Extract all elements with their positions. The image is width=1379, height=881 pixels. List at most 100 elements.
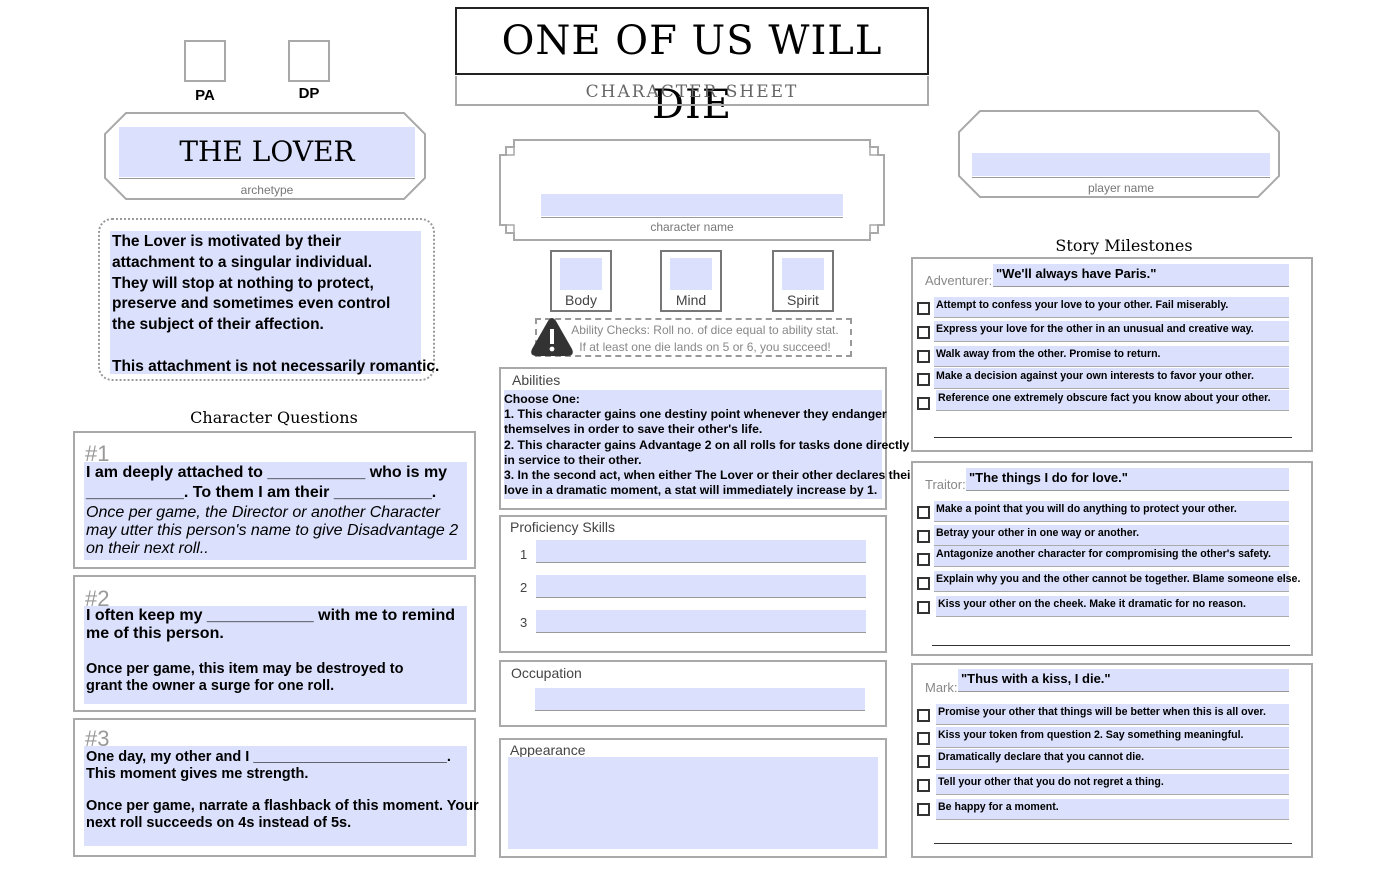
milestone-item[interactable]: Kiss your token from question 2. Say som… (936, 727, 1289, 748)
milestone-checkbox[interactable] (917, 803, 930, 816)
milestone-checkbox[interactable] (917, 397, 930, 410)
proficiency-underline (536, 597, 866, 598)
abilities-line: love in a dramatic moment, a stat will i… (504, 483, 878, 498)
spirit-label: Spirit (787, 292, 819, 308)
proficiency-number: 1 (520, 547, 528, 562)
abilities-line: 3. In the second act, when either The Lo… (504, 468, 916, 483)
occupation-title: Occupation (511, 665, 582, 681)
mark-quote-field[interactable]: "Thus with a kiss, I die." (958, 669, 1289, 691)
milestone-text: Make a point that you will do anything t… (936, 503, 1237, 515)
milestone-checkbox[interactable] (917, 350, 930, 363)
question-line: Once per game, narrate a flashback of th… (86, 798, 479, 814)
milestone-checkbox[interactable] (917, 779, 930, 792)
milestone-item[interactable]: Express your love for the other in an un… (934, 321, 1289, 342)
milestone-checkbox[interactable] (917, 755, 930, 768)
mark-role: Mark: (925, 680, 958, 695)
milestone-text: Kiss your other on the cheek. Make it dr… (938, 598, 1246, 610)
traitor-role: Traitor: (925, 477, 966, 492)
milestone-item[interactable]: Antagonize another character for comprom… (934, 546, 1289, 567)
milestone-text: Attempt to confess your love to your oth… (936, 299, 1229, 311)
warning-icon (531, 318, 573, 356)
spirit-field[interactable] (782, 258, 824, 290)
milestone-text: Explain why you and the other cannot be … (936, 573, 1301, 585)
proficiency-field-2[interactable] (536, 575, 866, 597)
milestone-item[interactable]: Attempt to confess your love to your oth… (934, 297, 1289, 318)
milestone-item[interactable]: Reference one extremely obscure fact you… (936, 390, 1289, 411)
milestone-item[interactable]: Walk away from the other. Promise to ret… (934, 346, 1289, 367)
abilities-line: in service to their other. (504, 452, 642, 467)
description-box (98, 218, 435, 381)
milestone-checkbox[interactable] (917, 709, 930, 722)
milestone-checkbox[interactable] (917, 302, 930, 315)
character-name-field[interactable] (541, 194, 843, 216)
milestone-text: Kiss your token from question 2. Say som… (938, 729, 1244, 741)
milestone-checkbox[interactable] (917, 530, 930, 543)
archetype-field[interactable]: THE LOVER (119, 127, 415, 177)
description-line: The Lover is motivated by their (112, 233, 342, 250)
milestone-item[interactable]: Dramatically declare that you cannot die… (936, 749, 1289, 770)
milestone-checkbox[interactable] (917, 601, 930, 614)
archetype-value: THE LOVER (179, 135, 355, 168)
description-line: preserve and sometimes even control (112, 295, 391, 313)
pa-label: PA (195, 87, 215, 104)
milestone-end-line (934, 843, 1292, 844)
question-2-text: I often keep my ____________ with me to … (86, 607, 455, 694)
traitor-quote-field[interactable]: "The things I do for love." (966, 468, 1289, 490)
milestone-item[interactable]: Be happy for a moment. (936, 799, 1289, 820)
mind-field[interactable] (670, 258, 712, 290)
milestone-item[interactable]: Kiss your other on the cheek. Make it dr… (936, 596, 1289, 617)
description-text: The Lover is motivated by their attachme… (112, 232, 439, 378)
abilities-field[interactable] (504, 390, 882, 499)
milestone-checkbox[interactable] (917, 326, 930, 339)
milestone-checkbox[interactable] (917, 373, 930, 386)
question-2-field[interactable] (84, 606, 467, 704)
milestone-checkbox[interactable] (917, 506, 930, 519)
milestone-item[interactable]: Tell your other that you do not regret a… (936, 774, 1289, 795)
description-line: the subject of their affection. (112, 316, 324, 334)
milestone-text: Promise your other that things will be b… (938, 706, 1266, 718)
milestone-checkbox[interactable] (917, 577, 930, 590)
mark-quote: "Thus with a kiss, I die." (961, 671, 1111, 686)
milestone-text: Be happy for a moment. (938, 801, 1059, 813)
question-line: I am deeply attached to ___________ who … (86, 464, 448, 481)
body-label: Body (565, 292, 597, 308)
proficiency-field-1[interactable] (536, 540, 866, 562)
proficiency-underline (536, 632, 866, 633)
proficiency-number: 3 (520, 615, 528, 630)
question-line: me of this person. (86, 625, 224, 642)
abilities-title: Abilities (512, 372, 561, 388)
player-name-field[interactable] (972, 153, 1270, 176)
occupation-field[interactable] (535, 688, 865, 710)
character-name-underline (541, 217, 843, 218)
appearance-field[interactable] (508, 757, 878, 849)
body-field[interactable] (560, 258, 602, 290)
description-line: They will stop at nothing to protect, (112, 274, 374, 292)
milestone-text: Walk away from the other. Promise to ret… (936, 348, 1161, 360)
milestone-item[interactable]: Explain why you and the other cannot be … (934, 571, 1301, 592)
question-line: may utter this person's name to give Dis… (86, 522, 459, 539)
milestone-item[interactable]: Betray your other in one way or another. (934, 525, 1289, 546)
question-3-field[interactable] (84, 746, 467, 846)
question-line: This moment gives me strength. (86, 765, 309, 782)
question-line: grant the owner a surge for one roll. (86, 677, 335, 694)
question-line: Once per game, this item may be destroye… (86, 661, 404, 677)
question-line: I often keep my ____________ with me to … (86, 607, 456, 624)
question-1-text: I am deeply attached to ___________ who … (86, 463, 458, 558)
question-line: on their next roll.. (86, 540, 209, 557)
milestone-item[interactable]: Promise your other that things will be b… (936, 704, 1289, 725)
pa-field[interactable] (184, 40, 226, 82)
milestone-checkbox[interactable] (917, 553, 930, 566)
ability-checks-line: If at least one die lands on 5 or 6, you… (579, 340, 831, 354)
question-1-box (73, 431, 476, 569)
milestone-item[interactable]: Make a point that you will do anything t… (934, 501, 1289, 522)
adventurer-quote-field[interactable]: "We'll always have Paris." (993, 264, 1289, 286)
milestone-text: Antagonize another character for comprom… (936, 548, 1271, 560)
dp-field[interactable] (288, 40, 330, 82)
milestone-checkbox[interactable] (917, 732, 930, 745)
proficiency-number: 2 (520, 580, 528, 595)
milestone-item[interactable]: Make a decision against your own interes… (934, 368, 1289, 389)
proficiency-field-3[interactable] (536, 610, 866, 632)
description-field[interactable] (110, 231, 421, 374)
appearance-title: Appearance (510, 742, 586, 758)
question-1-field[interactable] (84, 462, 467, 560)
